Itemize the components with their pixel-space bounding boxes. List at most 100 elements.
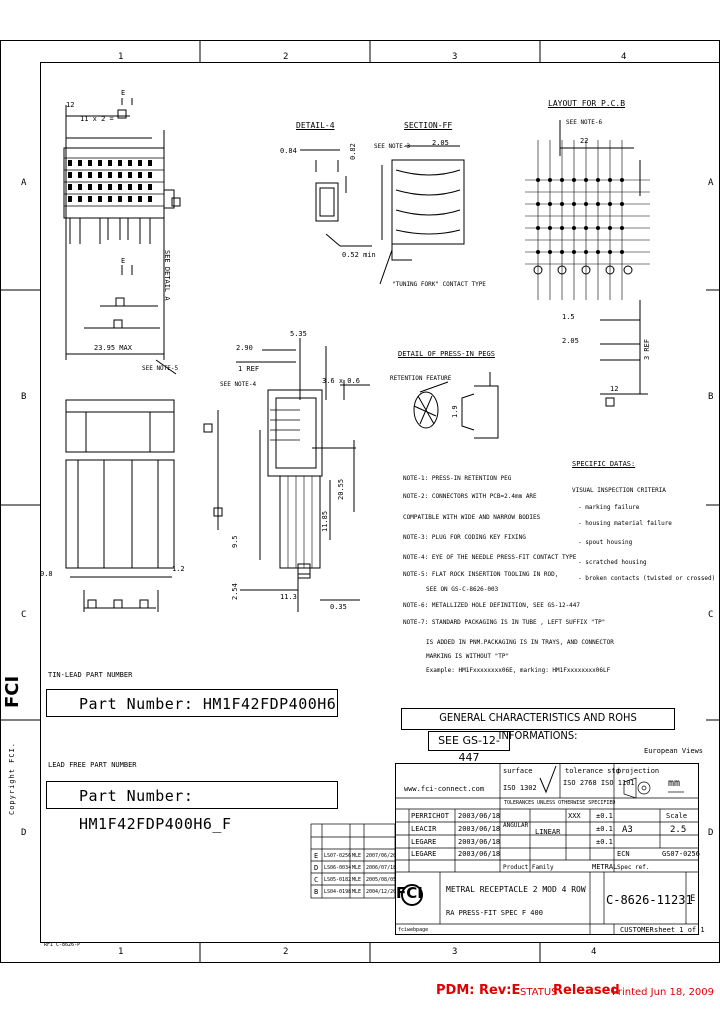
company-web: fciwebpage <box>398 927 429 933</box>
tin-lead-part-number: Part Number: HM1F42FDP400H6 <box>46 689 338 717</box>
date: 2003/06/18 <box>458 838 501 846</box>
sheet: sheet 1 of 1 <box>654 926 705 934</box>
rev-cell: E <box>314 852 319 860</box>
row-label: D <box>21 828 27 838</box>
rev-cell: MLE <box>352 853 362 859</box>
surface-std: ISO 1302 <box>503 784 537 792</box>
fci-logo-small: FCI <box>396 884 423 902</box>
dimension: 11 x 2 = <box>80 115 114 123</box>
row-label: A <box>21 178 27 188</box>
lead-free-label: LEAD FREE PART NUMBER <box>48 761 137 769</box>
view-title: DETAIL-4 <box>296 121 335 130</box>
rev-cell: LS06-0034 <box>324 865 352 871</box>
title-block <box>395 763 699 935</box>
column-label: 2 <box>283 52 289 62</box>
callout: RETENTION FEATURE <box>390 375 452 382</box>
european-views: European Views <box>644 747 704 755</box>
callout: SEE NOTE-5 <box>142 365 179 372</box>
printed-date: Printed Jun 18, 2009 <box>612 987 715 998</box>
linear: LINEAR <box>535 828 561 836</box>
fci-logo: FCI <box>2 675 23 708</box>
customer: CUSTOMER <box>620 926 654 934</box>
drawing-number: C-8626-11231 <box>606 893 693 907</box>
column-label: 1 <box>118 52 124 62</box>
column-label: 4 <box>591 947 597 957</box>
tolerance-value: ±0.1 <box>596 838 613 846</box>
rev-cell: LS05-0182 <box>324 877 352 883</box>
callout: SEE NOTE-3 <box>374 143 411 150</box>
corner-ref: RFI C-8626-P <box>44 942 81 948</box>
rev-cell: 2005/08/05 <box>366 877 397 883</box>
web: www.fci-connect.com <box>404 785 485 793</box>
note: MARKING IS WITHOUT "TP" <box>426 653 510 660</box>
surface-label: surface <box>503 767 533 775</box>
general-see: SEE GS-12-447 <box>428 731 510 764</box>
dimension: 12 <box>610 385 619 393</box>
row-label: A <box>708 178 714 188</box>
product-family-label: Product Family <box>503 864 554 871</box>
xxx: XXX <box>568 812 581 820</box>
rev-cell: 2004/12/20 <box>366 889 397 895</box>
note: NOTE-7: STANDARD PACKAGING IS IN TUBE , … <box>403 619 606 626</box>
dimension: 0.82 <box>349 143 357 160</box>
format: A3 <box>622 825 633 835</box>
dimension: 3 REF <box>643 338 651 360</box>
view-title: SECTION-FF <box>404 121 453 130</box>
pdm-rev: PDM: Rev:E <box>436 983 521 998</box>
dimension: 0.8 <box>40 570 53 578</box>
units: mm <box>668 778 681 789</box>
dimension: 9.5 <box>231 535 239 548</box>
date: 2003/06/18 <box>458 825 501 833</box>
note: COMPATIBLE WITH WIDE AND NARROW BODIES <box>403 514 541 521</box>
rev-cell: C <box>314 876 319 884</box>
rev-cell: MLE <box>352 865 362 871</box>
callout: "TUNING FORK" CONTACT TYPE <box>392 281 486 288</box>
spec-title: SPECIFIC DATAS: <box>572 460 636 468</box>
product-family: METRAL <box>592 863 618 871</box>
tin-lead-label: TIN-LEAD PART NUMBER <box>48 671 133 679</box>
row-label: C <box>21 610 27 620</box>
ecn-label: ECN <box>617 850 630 858</box>
dimension: 1 REF <box>238 365 260 373</box>
note: SEE ON GS-C-8626-003 <box>426 586 499 593</box>
note: NOTE-6: METALLIZED HOLE DEFINITION, SEE … <box>403 602 581 609</box>
scale-label: Scale <box>666 812 688 820</box>
rev-cell: D <box>314 864 319 872</box>
spec-line: - housing material failure <box>578 520 672 527</box>
projection-label: projection <box>617 767 660 775</box>
note: NOTE-2: CONNECTORS WITH PCB=2.4mm ARE <box>403 493 537 500</box>
dimension: 0.52 min <box>342 251 376 259</box>
row-label: B <box>708 392 714 402</box>
dimension: 0.35 <box>330 603 347 611</box>
spec-line: - scratched housing <box>578 559 647 566</box>
dimension: E <box>121 257 126 265</box>
rev-cell: LS04-0198 <box>324 889 352 895</box>
tolerance-std: ISO 2768 ISO 1101 <box>563 779 635 787</box>
column-label: 1 <box>118 947 124 957</box>
note: IS ADDED IN PNM.PACKAGING IS IN TRAYS, A… <box>426 639 614 646</box>
rev-cell: 2007/06/20 <box>366 853 397 859</box>
dimension: E <box>121 89 126 97</box>
rev-cell: MLE <box>352 877 362 883</box>
rev-cell: B <box>314 888 319 896</box>
spec-line: - marking failure <box>578 504 640 511</box>
dimension: 2.90 <box>236 344 253 352</box>
rev-cell: MLE <box>352 889 362 895</box>
column-label: 2 <box>283 947 289 957</box>
note: Example: HM1Fxxxxxxxx06E, marking: HM1Fx… <box>426 667 611 674</box>
approved-by-2: LEGARE <box>411 850 437 858</box>
view-title: LAYOUT FOR P.C.B <box>548 99 626 108</box>
dimension: 22 <box>580 137 589 145</box>
title-line-2: RA PRESS-FIT SPEC F 400 <box>446 909 543 917</box>
rev-cell: LS07-0256 <box>324 853 352 859</box>
row-label: B <box>21 392 27 402</box>
column-label: 4 <box>621 52 627 62</box>
column-label: 3 <box>452 52 458 62</box>
date: 2003/06/18 <box>458 812 501 820</box>
status-label: STATUS <box>520 987 558 998</box>
angular: ANGULAR <box>503 822 529 829</box>
spec-line: - spout housing <box>578 539 633 546</box>
dimension: 11.3 <box>280 593 297 601</box>
row-label: C <box>708 610 714 620</box>
row-label: D <box>708 828 714 838</box>
